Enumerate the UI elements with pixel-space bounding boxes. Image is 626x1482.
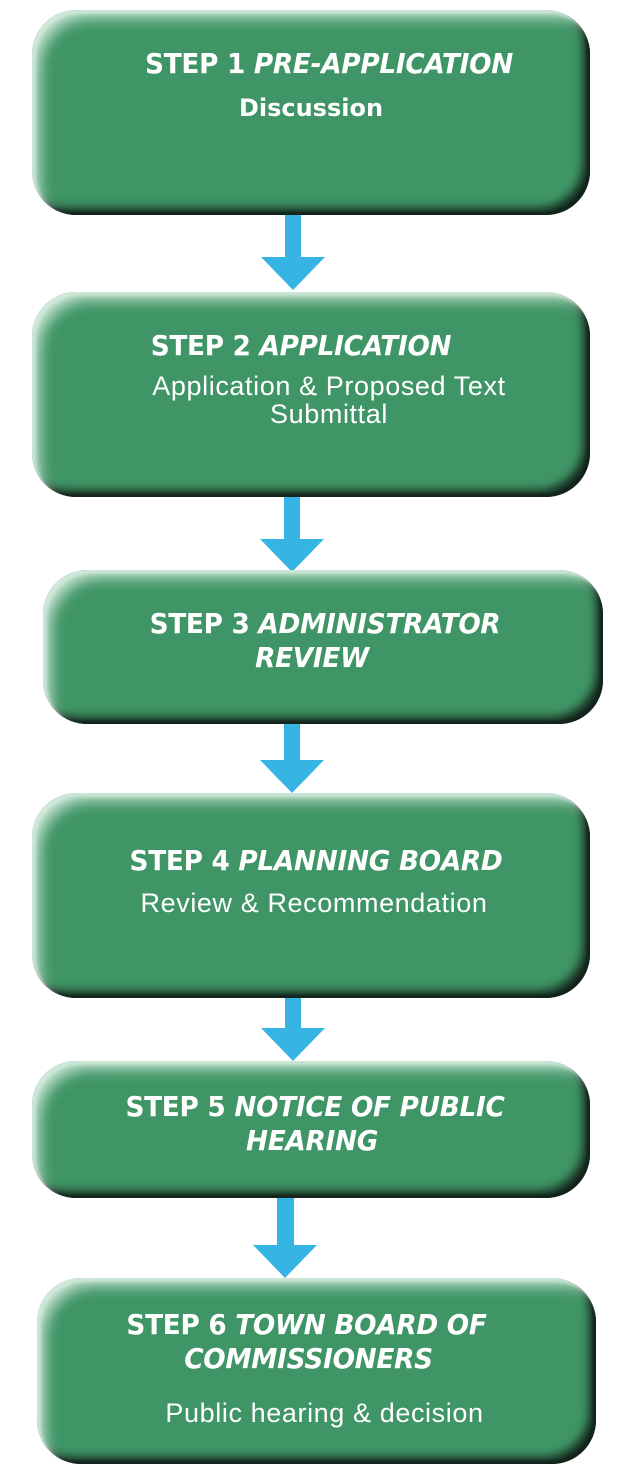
arrow-1-shape bbox=[261, 215, 325, 290]
step-5-title-line-1: STEP 5 NOTICE OF PUBLIC bbox=[53, 1091, 578, 1123]
arrow-down-icon bbox=[261, 215, 325, 290]
step-2-box: STEP 2 APPLICATION Application & Propose… bbox=[32, 292, 590, 497]
arrow-down-icon bbox=[260, 497, 324, 572]
step-3-title-line-2: REVIEW bbox=[49, 642, 575, 674]
step-3-title-line-1: STEP 3 ADMINISTRATOR bbox=[62, 608, 588, 640]
step-5-box: STEP 5 NOTICE OF PUBLIC HEARING bbox=[32, 1061, 590, 1198]
step-5-name-line-2: HEARING bbox=[245, 1124, 379, 1157]
arrow-down-icon bbox=[261, 998, 325, 1061]
step-1-name: PRE-APPLICATION bbox=[253, 47, 513, 80]
step-6-box: STEP 6 TOWN BOARD OF COMMISSIONERS Publi… bbox=[37, 1278, 596, 1464]
arrow-2-shape bbox=[260, 497, 324, 572]
arrow-down-icon bbox=[253, 1198, 317, 1278]
step-1-subtitle: Discussion bbox=[238, 94, 384, 122]
step-5-number: STEP 5 bbox=[125, 1090, 226, 1123]
step-6-title-line-1: STEP 6 TOWN BOARD OF bbox=[44, 1309, 569, 1341]
arrow-down-icon bbox=[260, 724, 324, 793]
step-1-number: STEP 1 bbox=[145, 47, 246, 80]
step-5-title-line-2: HEARING bbox=[50, 1125, 575, 1157]
step-2-subtitle-line-2: Submittal bbox=[270, 399, 388, 429]
arrow-4-shape bbox=[261, 998, 325, 1061]
step-3-number: STEP 3 bbox=[149, 607, 250, 640]
step-1-box: STEP 1 PRE-APPLICATION Discussion bbox=[32, 10, 590, 215]
step-5-name-line-1: NOTICE OF PUBLIC bbox=[234, 1090, 505, 1123]
step-1-title: STEP 1 PRE-APPLICATION bbox=[67, 48, 590, 80]
step-4-box: STEP 4 PLANNING BOARD Review & Recommend… bbox=[32, 793, 590, 998]
arrow-3-shape bbox=[260, 724, 324, 793]
step-4-subtitle: Review & Recommendation bbox=[140, 888, 488, 918]
arrow-5-shape bbox=[253, 1198, 317, 1278]
step-2-subtitle-line-1: Application & Proposed Text bbox=[152, 371, 506, 401]
step-3-name-line-2: REVIEW bbox=[255, 641, 369, 674]
step-3-name-line-1: ADMINISTRATOR bbox=[258, 607, 501, 640]
step-6-name-line-1: TOWN BOARD OF bbox=[235, 1308, 487, 1341]
step-4-name: PLANNING BOARD bbox=[238, 844, 503, 877]
step-6-name-line-2: COMMISSIONERS bbox=[184, 1342, 433, 1375]
step-3-box: STEP 3 ADMINISTRATOR REVIEW bbox=[43, 570, 603, 724]
step-6-title-line-2: COMMISSIONERS bbox=[46, 1343, 571, 1375]
step-2-number: STEP 2 bbox=[150, 329, 251, 362]
step-2-title: STEP 2 APPLICATION bbox=[39, 330, 564, 362]
step-4-number: STEP 4 bbox=[129, 844, 230, 877]
step-6-subtitle: Public hearing & decision bbox=[165, 1398, 484, 1428]
step-6-number: STEP 6 bbox=[126, 1308, 227, 1341]
step-2-name: APPLICATION bbox=[259, 329, 452, 362]
step-4-title: STEP 4 PLANNING BOARD bbox=[54, 845, 579, 877]
